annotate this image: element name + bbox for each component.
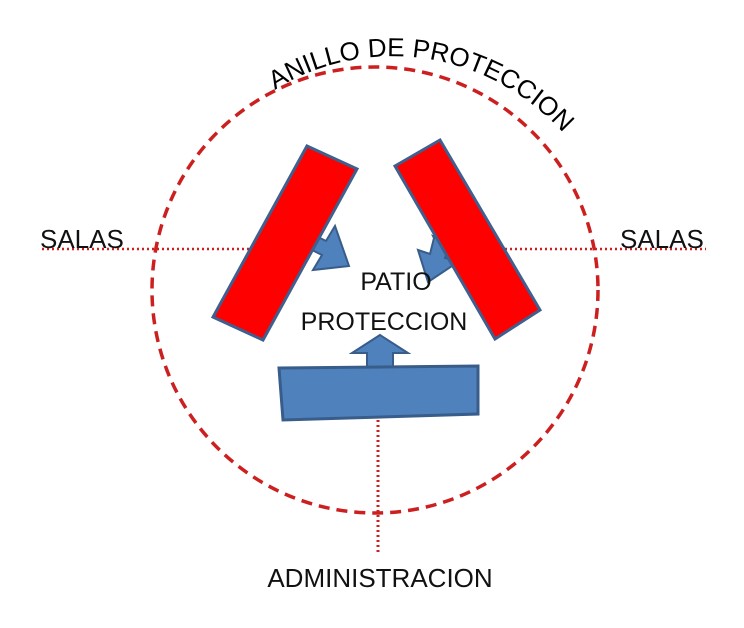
salas-right-label: SALAS — [620, 224, 704, 254]
salas-left-label: SALAS — [40, 224, 124, 254]
arrow-admin-up — [348, 333, 412, 369]
building-administracion — [277, 364, 480, 422]
protection-ring — [150, 65, 600, 515]
building-left-salas — [210, 144, 360, 342]
administracion-label: ADMINISTRACION — [267, 563, 492, 593]
ring-label: ANILLO DE PROTECCION — [263, 32, 581, 137]
patio-label-line2: PROTECCION — [301, 308, 468, 336]
ring-label-path: ANILLO DE PROTECCION — [263, 32, 581, 137]
building-right-salas — [392, 137, 543, 342]
patio-label-line1: PATIO — [360, 268, 431, 296]
